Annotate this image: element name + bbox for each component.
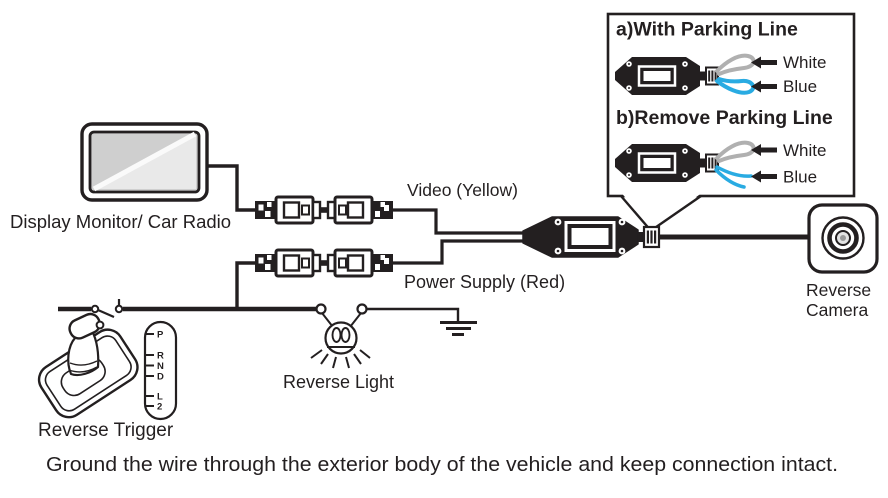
reverse-camera-label-line2: Camera bbox=[806, 300, 869, 320]
blue-wire-loop-a bbox=[715, 77, 756, 95]
reverse-light-label: Reverse Light bbox=[283, 372, 394, 392]
video-wire-label: Video (Yellow) bbox=[407, 180, 518, 200]
gear-shifter-illustration bbox=[37, 312, 139, 419]
gear-position-n: N bbox=[157, 361, 164, 372]
power-rca-connector-pair bbox=[253, 248, 395, 278]
gear-position-l: L bbox=[157, 392, 163, 403]
reverse-light-bulb bbox=[310, 303, 371, 369]
reverse-camera bbox=[807, 203, 879, 274]
ground-symbol-icon bbox=[440, 321, 477, 336]
ground-instruction-caption: Ground the wire through the exterior bod… bbox=[46, 454, 838, 476]
gear-position-d: D bbox=[157, 372, 164, 383]
reverse-camera-label-line1: Reverse bbox=[806, 280, 871, 300]
video-rca-connector-pair bbox=[253, 195, 395, 225]
gear-selector-panel: P R N D L 2 bbox=[143, 320, 178, 421]
option-a-title: a)With Parking Line bbox=[616, 19, 798, 41]
callout-pointer bbox=[622, 193, 701, 227]
power-wire-label: Power Supply (Red) bbox=[404, 272, 565, 292]
shifter-knob bbox=[68, 312, 101, 340]
ground-wire bbox=[366, 307, 460, 321]
switch-blade bbox=[97, 308, 115, 319]
display-monitor-label: Display Monitor/ Car Radio bbox=[10, 211, 231, 232]
reverse-trigger-switch bbox=[58, 299, 124, 319]
white-wire-label-a: White bbox=[783, 53, 826, 72]
gear-position-2: 2 bbox=[157, 402, 162, 413]
light-rays-icon bbox=[310, 349, 371, 369]
signal-wires bbox=[207, 164, 527, 308]
gear-position-r: R bbox=[157, 351, 164, 362]
blue-wire-label-a: Blue bbox=[783, 77, 817, 96]
option-b-title: b)Remove Parking Line bbox=[616, 107, 833, 129]
parking-line-callout-box: a)With Parking Line White Blue b)Remove … bbox=[606, 12, 856, 230]
camera-control-module bbox=[522, 216, 661, 258]
camera-lens-icon bbox=[821, 216, 865, 260]
blue-wire-cut-strand-2 bbox=[714, 168, 746, 189]
blue-wire-label-b: Blue bbox=[783, 168, 817, 187]
display-monitor bbox=[80, 122, 209, 202]
blue-wire-cut-strand-1 bbox=[715, 165, 753, 178]
gear-position-p: P bbox=[157, 330, 164, 341]
white-wire-label-b: White bbox=[783, 141, 826, 160]
reverse-trigger-label: Reverse Trigger bbox=[38, 420, 174, 441]
